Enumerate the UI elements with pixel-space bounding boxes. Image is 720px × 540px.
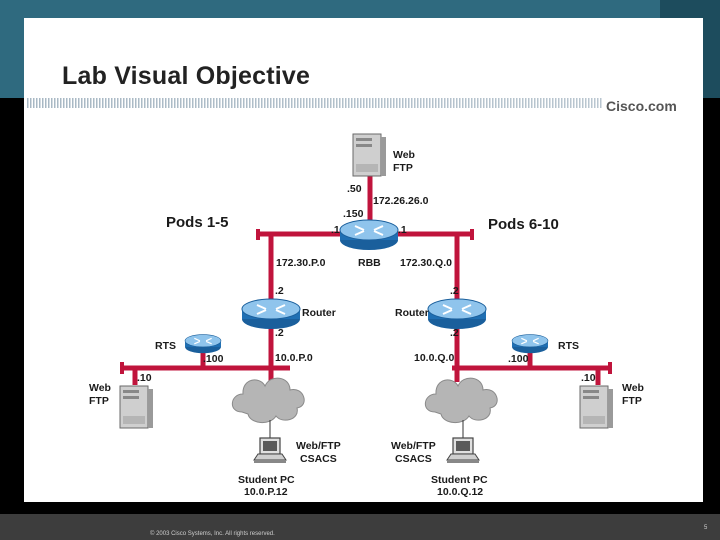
- right-server-label-2: FTP: [622, 395, 642, 407]
- rbb-router-icon: [339, 219, 399, 251]
- top-server-label-2: FTP: [393, 162, 413, 174]
- top-server-label-1: Web: [393, 149, 415, 161]
- left-rts-label: RTS: [155, 340, 176, 352]
- top-server-addr: .50: [347, 183, 362, 195]
- right-rts-if: .100: [508, 353, 529, 365]
- left-net-upper: 172.30.P.0: [276, 257, 326, 269]
- left-pc-label-2: 10.0.P.12: [244, 486, 288, 498]
- right-cloud-label-2: CSACS: [395, 453, 432, 465]
- right-net-lower: 10.0.Q.0: [414, 352, 454, 364]
- rbb-left-if: .1: [331, 224, 340, 236]
- right-router-lower-if: .2: [450, 327, 459, 339]
- left-cloud-icon: [231, 377, 305, 424]
- left-router-icon: [241, 298, 301, 330]
- left-router-upper-if: .2: [275, 285, 284, 297]
- right-rts-label: RTS: [558, 340, 579, 352]
- right-router-upper-if: .2: [450, 285, 459, 297]
- left-lan-server-icon: [119, 385, 154, 429]
- right-cloud-label-1: Web/FTP: [391, 440, 436, 452]
- network-links: [120, 175, 612, 385]
- right-cloud-icon: [424, 377, 498, 424]
- pods-right-label: Pods 6-10: [488, 216, 559, 233]
- right-pc-icon: [446, 437, 480, 464]
- right-net-upper: 172.30.Q.0: [400, 257, 452, 269]
- rbb-label: RBB: [358, 257, 381, 269]
- slide-title: Lab Visual Objective: [62, 62, 311, 90]
- right-router-label: Router: [395, 307, 429, 319]
- footer-bar: [0, 514, 720, 540]
- left-rts-icon: [184, 333, 222, 354]
- page-number: 5: [704, 525, 708, 531]
- brand-logo-text: Cisco.com: [606, 98, 677, 114]
- rbb-addr-top: .150: [343, 208, 364, 220]
- left-net-lower: 10.0.P.0: [275, 352, 313, 364]
- left-cloud-label-2: CSACS: [300, 453, 337, 465]
- left-server-label-1: Web: [89, 382, 111, 394]
- right-lan-server-icon: [579, 385, 614, 429]
- left-pc-icon: [253, 437, 287, 464]
- left-rts-if: .100: [203, 353, 224, 365]
- copyright-text: © 2003 Cisco Systems, Inc. All rights re…: [150, 531, 275, 537]
- top-network-label: 172.26.26.0: [373, 195, 429, 207]
- left-pc-label-1: Student PC: [238, 474, 295, 486]
- left-cloud-label-1: Web/FTP: [296, 440, 341, 452]
- top-server-icon: [352, 133, 387, 177]
- rbb-right-if: .1: [398, 224, 407, 236]
- right-server-label-1: Web: [622, 382, 644, 394]
- pods-left-label: Pods 1-5: [166, 214, 229, 231]
- right-pc-label-1: Student PC: [431, 474, 488, 486]
- left-server-label-2: FTP: [89, 395, 109, 407]
- left-server-addr: .10: [137, 372, 152, 384]
- right-router-icon: [427, 298, 487, 330]
- left-router-label: Router: [302, 307, 336, 319]
- right-rts-icon: [511, 333, 549, 354]
- right-pc-label-2: 10.0.Q.12: [437, 486, 483, 498]
- left-router-lower-if: .2: [275, 327, 284, 339]
- right-server-addr: .10: [581, 372, 596, 384]
